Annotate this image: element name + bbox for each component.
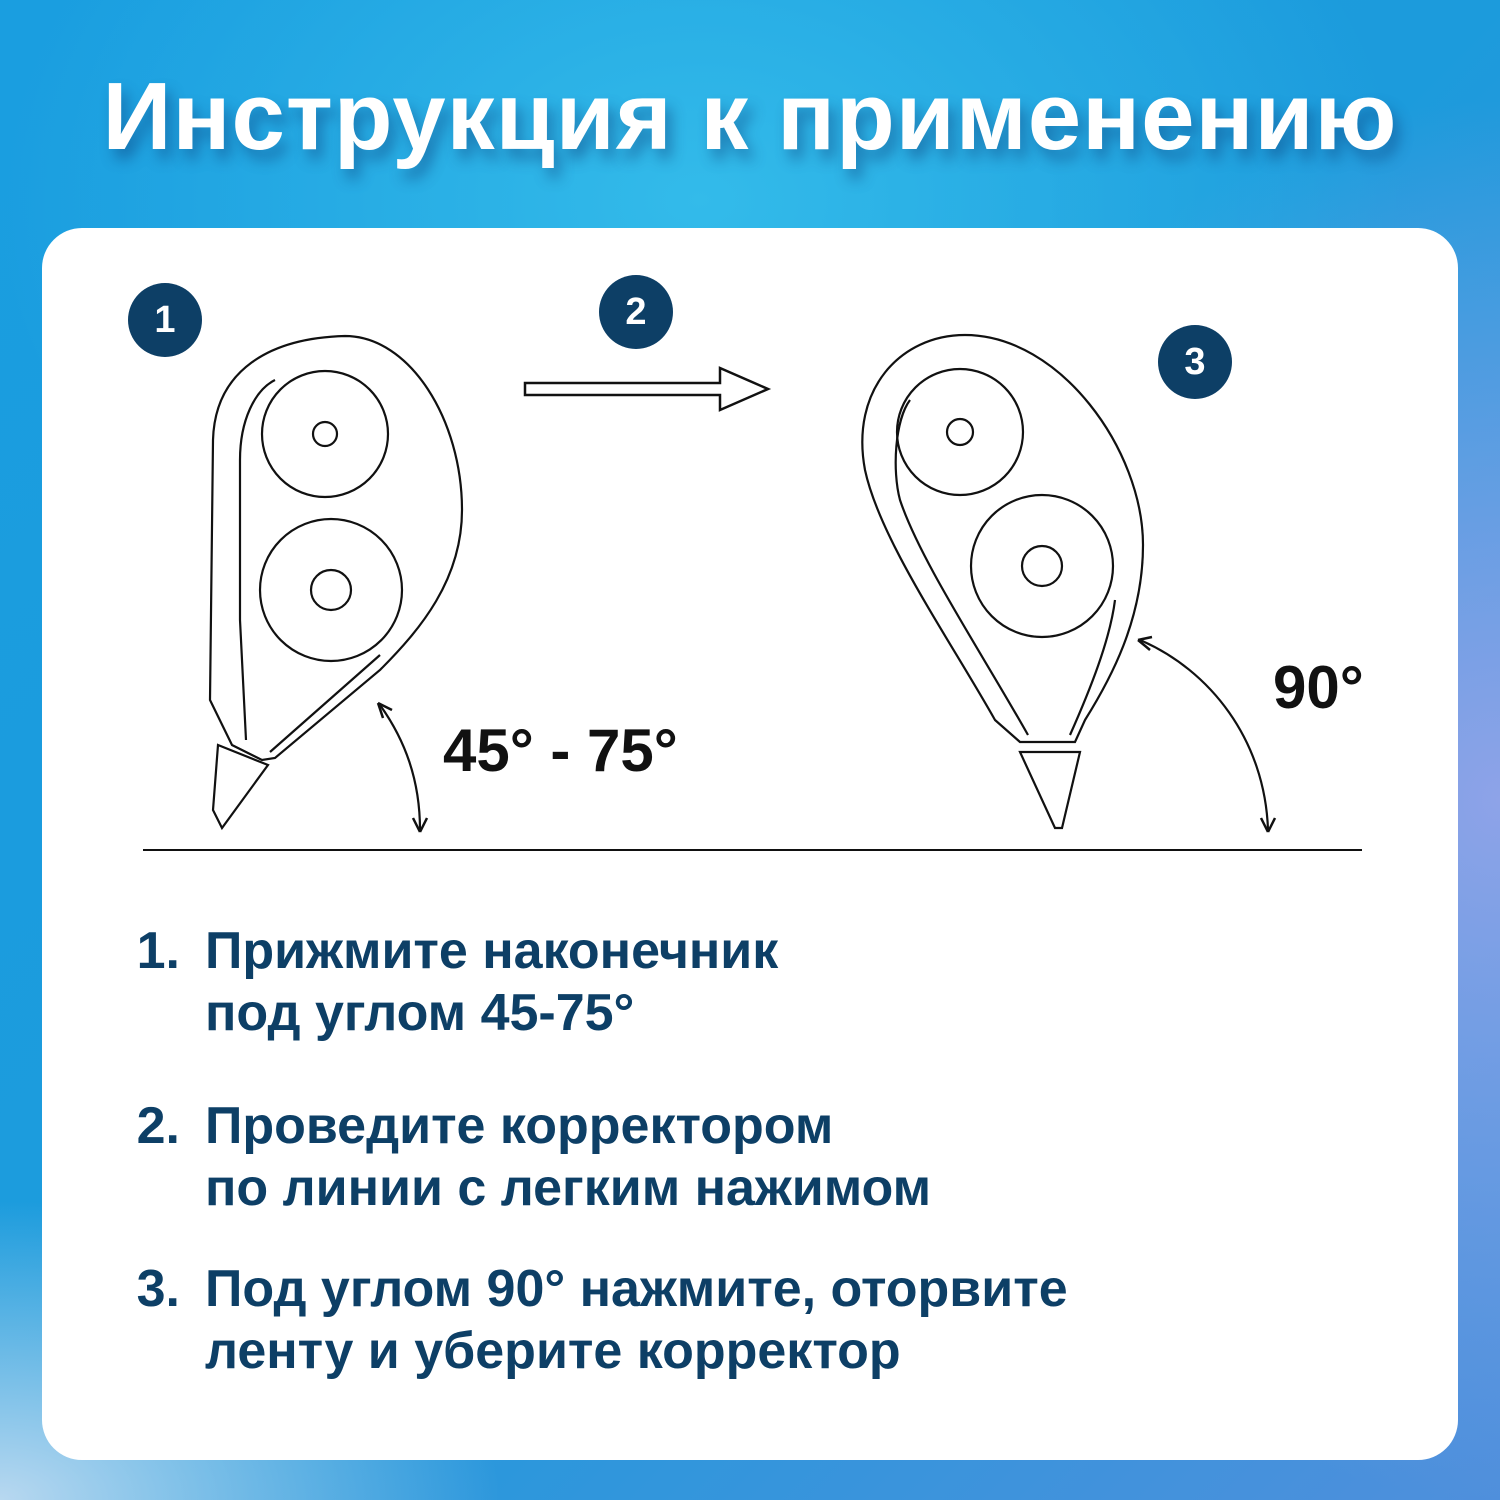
step-text-line: ленту и уберите корректор bbox=[205, 1322, 901, 1380]
step-number: 1. bbox=[136, 922, 180, 980]
instruction-card bbox=[42, 228, 1458, 1460]
step-text-line: под углом 45-75° bbox=[205, 984, 635, 1042]
angle-label-45-75: 45° - 75° bbox=[443, 717, 678, 784]
step-text-line: Проведите корректором bbox=[205, 1097, 834, 1155]
correction-tape-tilted bbox=[208, 334, 464, 831]
step-badge-2: 2 bbox=[599, 275, 673, 349]
step-badge-3: 3 bbox=[1158, 325, 1232, 399]
correction-tape-upright bbox=[861, 333, 1145, 830]
angle-arc-90 bbox=[1137, 635, 1277, 833]
angle-arc-45-75 bbox=[376, 701, 429, 833]
step-number: 2. bbox=[136, 1097, 180, 1155]
step-text-line: по линии с легким нажимом bbox=[205, 1159, 932, 1217]
step-badge-1: 1 bbox=[128, 283, 202, 357]
step-text-line: Прижмите наконечник bbox=[205, 922, 779, 980]
page-title: Инструкция к применению bbox=[102, 63, 1398, 170]
step-text-line: Под углом 90° нажмите, оторвите bbox=[205, 1260, 1068, 1318]
arrow-right-icon bbox=[523, 366, 772, 412]
step-number: 3. bbox=[136, 1260, 180, 1318]
angle-label-90: 90° bbox=[1273, 654, 1364, 721]
